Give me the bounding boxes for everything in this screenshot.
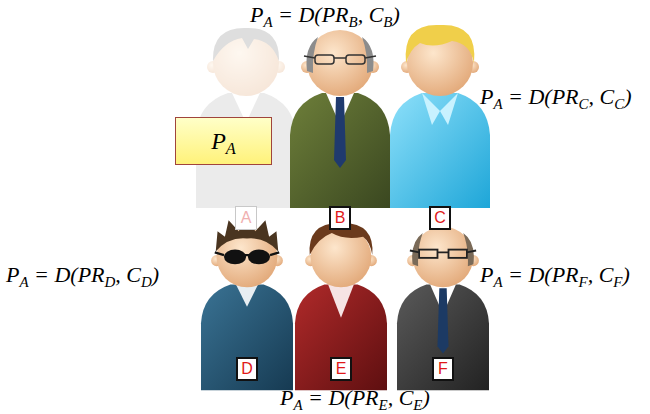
person-icon — [201, 216, 293, 390]
node-text: D — [241, 360, 253, 378]
value-box: PA — [175, 117, 272, 165]
node-text: F — [438, 360, 448, 378]
person-letter-box: D — [236, 357, 258, 381]
formula-label: PA = D(PRC, CC) — [480, 84, 632, 110]
person-letter-box: F — [432, 357, 454, 381]
person-icon — [397, 227, 489, 391]
person-icon — [295, 223, 387, 390]
person-letter-box: A — [235, 206, 257, 230]
formula-label: PA = D(PRD, CD) — [6, 262, 159, 288]
person-letter-box: C — [429, 206, 451, 230]
formula-label: PA = D(PRE, CE) — [280, 385, 430, 411]
formula-label: PA = D(PRF, CF) — [480, 262, 630, 288]
node-text: C — [434, 209, 446, 227]
person-letter-box: E — [330, 357, 352, 381]
formula-label: PA = D(PRB, CB) — [250, 2, 400, 28]
node-text: E — [336, 360, 347, 378]
person-icon — [290, 30, 390, 208]
node-text: PA — [211, 128, 236, 155]
node-text: A — [241, 209, 252, 227]
person-letter-box: B — [329, 206, 351, 230]
node-text: B — [335, 209, 346, 227]
person-icon — [390, 25, 490, 208]
